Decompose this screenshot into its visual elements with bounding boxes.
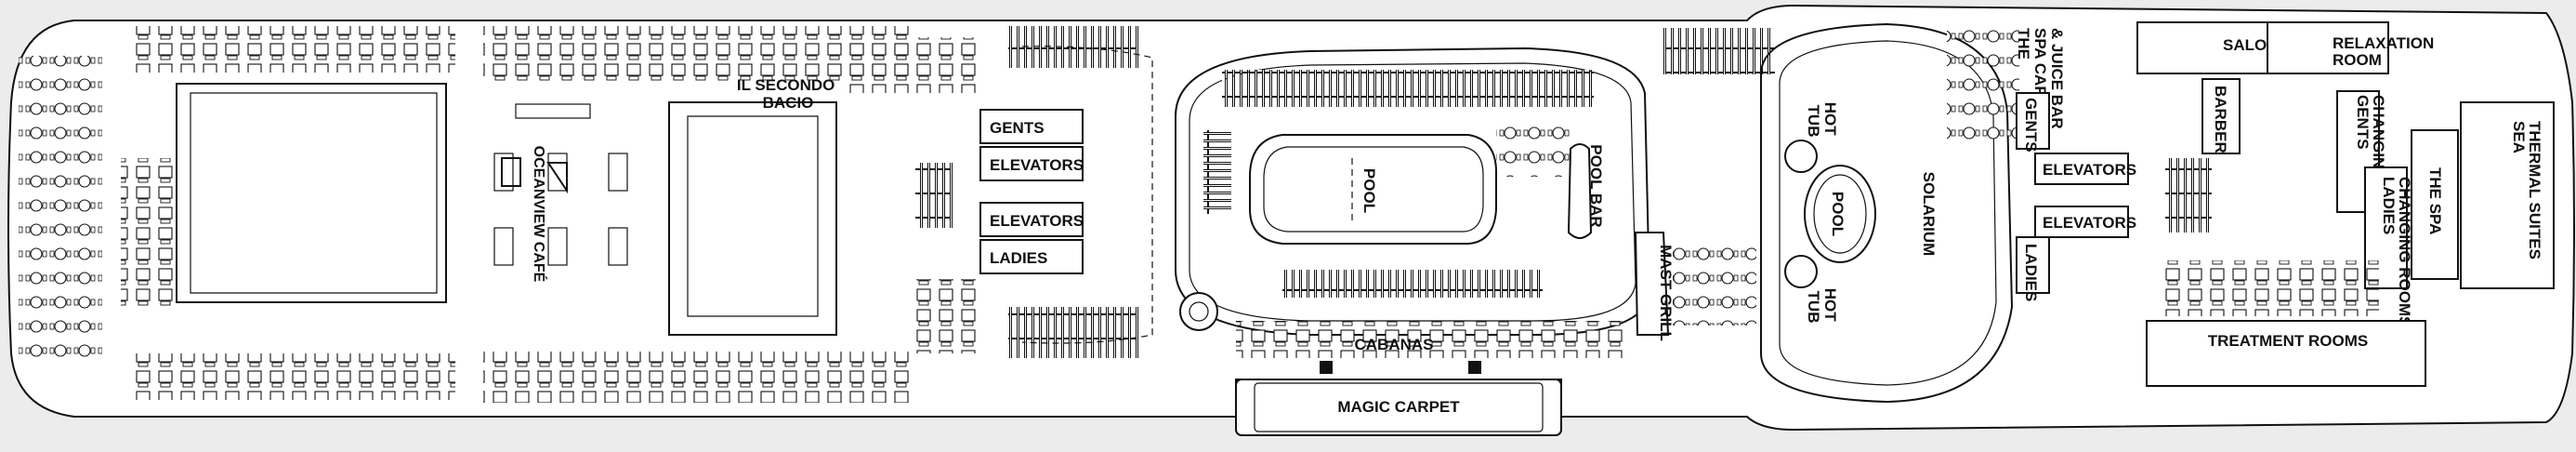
pool-bar-counter: [1567, 143, 1593, 239]
sea-thermal-suites: [2460, 101, 2555, 289]
forward-dining-tables-bottom: [130, 353, 455, 400]
gents-forward-room: [979, 109, 1084, 144]
ladies-aft-label: LADIES: [2022, 244, 2040, 301]
treatment-rooms-label: TREATMENT ROOMS: [2208, 332, 2369, 350]
pool-loungers-top: [1222, 70, 1594, 107]
ladies-aft-room: [2016, 236, 2050, 294]
the-spa-room: [2411, 129, 2459, 280]
hot-tub-2-label: HOT TUB: [1805, 288, 1839, 326]
ladies-forward-label: LADIES: [990, 249, 1047, 267]
loungers-fwd-bottom: [1008, 307, 1138, 358]
pool-deck-spiral-stair: [1179, 292, 1218, 331]
relaxation-room: [2267, 21, 2389, 74]
pool-bar-label: POOL BAR: [1587, 144, 1605, 227]
the-spa-label: THE SPA: [2426, 167, 2444, 234]
elevators-forward-2-label: ELEVATORS: [990, 212, 1084, 230]
hot-tub-1-label: HOT TUB: [1805, 102, 1839, 140]
il-secondo-bacio-area: [668, 101, 837, 336]
cabanas-label: CABANAS: [1355, 336, 1434, 353]
pool-loungers-bottom: [1282, 270, 1543, 298]
barber-room: [2201, 78, 2241, 154]
oceanview-cafe-label: OCEANVIEW CAFÉ: [531, 146, 548, 283]
mast-grill-counter: [1634, 232, 1670, 336]
elevators-aft-2[interactable]: [2034, 206, 2129, 238]
solarium-outline: [1760, 22, 2014, 404]
elevators-forward-1-label: ELEVATORS: [990, 156, 1084, 174]
main-pool: [1249, 134, 1497, 245]
forward-side-tables: [121, 158, 177, 307]
elevators-forward-2[interactable]: [979, 202, 1084, 237]
spa-cafe-tables: [1947, 22, 2019, 143]
magic-carpet-label: MAGIC CARPET: [1337, 398, 1460, 416]
bacio-tables: [846, 37, 976, 93]
forward-lounge-seating: [19, 56, 102, 363]
treatment-rooms: [2146, 320, 2426, 387]
cafe-tables-top: [483, 26, 911, 82]
solarium-label: SOLARIUM: [1920, 172, 1938, 257]
oceanview-cafe-servery: [493, 103, 628, 266]
ladies-forward-room: [979, 239, 1084, 274]
hot-tub-2: [1784, 255, 1818, 288]
solarium-pool: [1804, 165, 1876, 263]
gents-aft-label: GENTS: [2022, 98, 2040, 153]
gents-aft-room: [2016, 92, 2050, 150]
elevators-aft-2-label: ELEVATORS: [2043, 214, 2136, 232]
cafe-tables-bottom: [483, 352, 911, 403]
solarium-pool-label: POOL: [1829, 192, 1847, 236]
mast-grill-tables: [1673, 242, 1756, 326]
sea-thermal-suites-label: SEA THERMAL SUITES: [2510, 121, 2543, 259]
elevators-aft-1-label: ELEVATORS: [2043, 161, 2136, 179]
hot-tub-1: [1784, 140, 1818, 173]
pool-bar-tables: [1496, 121, 1571, 177]
forward-dining-tables-top: [130, 26, 455, 73]
relaxation-room-label: RELAXATION ROOM: [2333, 34, 2438, 69]
ladies-changing-label: LADIES CHANGING ROOMS: [2380, 177, 2413, 327]
il-secondo-bacio-label: IL SECONDO BACIO: [737, 76, 839, 112]
salon-label: SALON: [2223, 36, 2279, 54]
elevators-aft-1[interactable]: [2034, 153, 2129, 185]
magic-carpet-platform: [1235, 379, 1562, 436]
elevators-forward-1[interactable]: [979, 146, 1084, 181]
loungers-mid-top: [1663, 28, 1775, 74]
pool-loungers-left: [1203, 130, 1231, 214]
spa-cafe-label: THE SPA CAFÉ & JUICE BAR: [2015, 28, 2066, 129]
forward-enclosure: [176, 83, 447, 303]
salon-room: [2136, 21, 2268, 74]
mast-grill-label: MAST GRILL: [1657, 245, 1675, 341]
pool-label: POOL: [1360, 168, 1378, 213]
forward-stairs: [915, 163, 953, 228]
cabanas-row: [1236, 321, 1626, 358]
treatment-room-fixtures: [2165, 260, 2379, 316]
aft-stairs: [2165, 158, 2212, 233]
forward-core-tables: [915, 279, 980, 353]
barber-label: BARBER: [2212, 86, 2229, 153]
gents-forward-label: GENTS: [990, 119, 1045, 137]
